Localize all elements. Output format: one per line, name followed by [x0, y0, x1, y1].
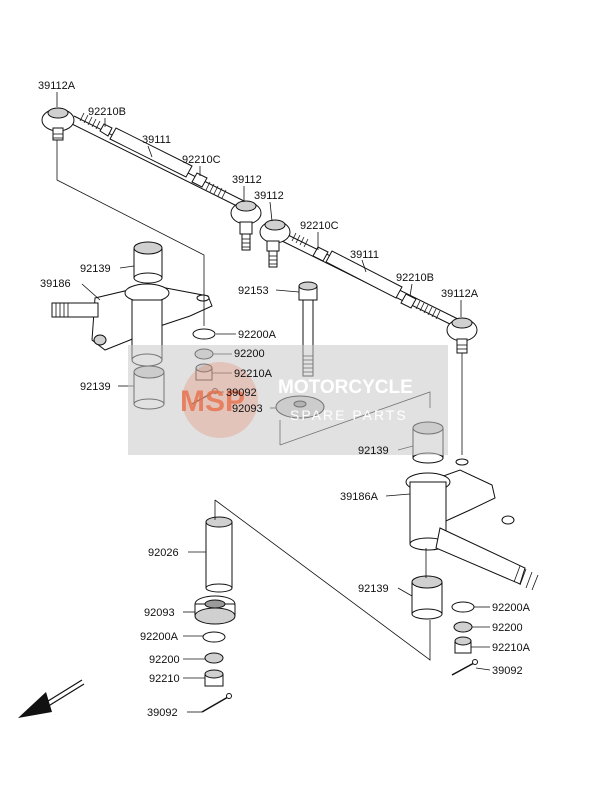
tube-92026 [205, 516, 233, 593]
label-92210B-mid: 92210B [396, 272, 434, 284]
label-39092-a: 39092 [226, 387, 257, 399]
label-92093-b: 92093 [144, 607, 175, 619]
bushing-92139-a [133, 241, 163, 284]
washer-92200A-c [451, 601, 475, 613]
washer-92200-c [453, 621, 473, 633]
label-92139-c: 92139 [358, 445, 389, 457]
washer-92200A-b [202, 631, 226, 643]
label-92200-a: 92200 [234, 348, 265, 360]
seal-92093-b [194, 595, 236, 625]
label-39186A: 39186A [340, 491, 379, 503]
label-39111-top: 39111 [142, 134, 171, 146]
washer-92200A-a [192, 328, 216, 340]
nut-92210 [204, 669, 224, 687]
label-92153: 92153 [238, 285, 269, 297]
part-labels: 39112A 92210B 39111 92210C 39112 39112 9… [38, 80, 531, 719]
label-39112-a: 39112 [232, 174, 262, 186]
label-92200A-a: 92200A [238, 329, 277, 341]
tie-rod-left [41, 107, 262, 251]
label-39092-c: 39092 [492, 665, 523, 677]
label-39112A-right: 39112A [441, 288, 479, 300]
label-92200-c: 92200 [492, 622, 523, 634]
label-92210A-a: 92210A [234, 368, 273, 380]
label-39112-b: 39112 [254, 190, 284, 202]
knuckle-right [405, 458, 539, 591]
label-92210A-b: 92210A [492, 642, 531, 654]
watermark-logo-icon [182, 362, 258, 438]
arrow-down-left-icon [18, 679, 85, 718]
label-92210B-top: 92210B [88, 106, 126, 118]
label-92026: 92026 [148, 547, 179, 559]
cotter-pin-39092-c [451, 659, 478, 676]
watermark-logo: MSP [180, 385, 245, 418]
label-92200A-b: 92200A [140, 631, 179, 643]
label-92093-a: 92093 [232, 403, 263, 415]
label-92210C-top: 92210C [182, 154, 221, 166]
label-92200-b: 92200 [149, 654, 180, 666]
cotter-pin-39092-b [201, 693, 232, 713]
watermark-title: MOTORCYCLE [278, 377, 413, 398]
label-92139-a: 92139 [80, 263, 111, 275]
label-92200A-c: 92200A [492, 602, 531, 614]
nut-92210A-b [454, 636, 472, 654]
label-92210: 92210 [149, 673, 180, 685]
label-39111-mid: 39111 [350, 249, 379, 261]
label-92139-b: 92139 [80, 381, 111, 393]
label-39112A-top: 39112A [38, 80, 76, 92]
label-92139-d: 92139 [358, 583, 389, 595]
label-39186: 39186 [40, 278, 71, 290]
tie-rod-right [259, 219, 478, 354]
washer-92200-b [204, 652, 224, 664]
bushing-92139-d [411, 575, 443, 620]
label-39092-b: 39092 [147, 707, 178, 719]
label-92210C-mid: 92210C [300, 220, 339, 232]
watermark: MSP MOTORCYCLE SPARE PARTS [128, 345, 448, 455]
watermark-subtitle: SPARE PARTS [290, 407, 408, 423]
